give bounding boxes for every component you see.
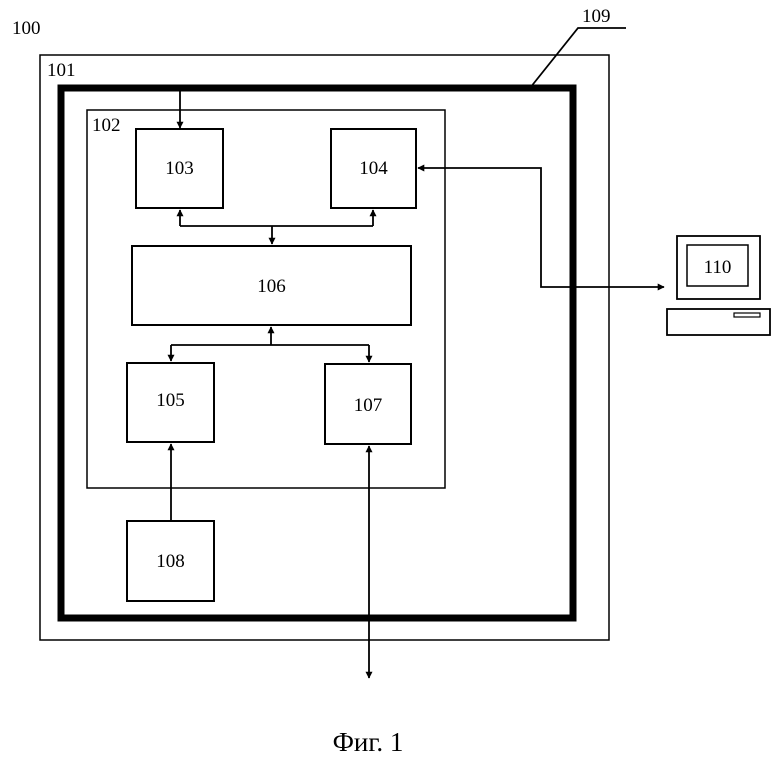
- computer-110-icon: [667, 236, 770, 335]
- leader-line-109: [530, 28, 626, 88]
- block-107-label: 107: [354, 395, 383, 416]
- label-110: 110: [704, 257, 732, 278]
- outer-frame-101: [40, 55, 609, 640]
- block-105-label: 105: [156, 390, 185, 411]
- figure-caption: Фиг. 1: [333, 727, 404, 757]
- block-106-label: 106: [257, 276, 286, 297]
- label-102: 102: [92, 115, 121, 136]
- connector-104-110: [418, 168, 664, 287]
- label-100: 100: [12, 18, 41, 39]
- block-104-label: 104: [359, 158, 388, 179]
- block-103-label: 103: [165, 158, 194, 179]
- block-108-label: 108: [156, 551, 185, 572]
- label-109: 109: [582, 6, 611, 27]
- label-101: 101: [47, 60, 76, 81]
